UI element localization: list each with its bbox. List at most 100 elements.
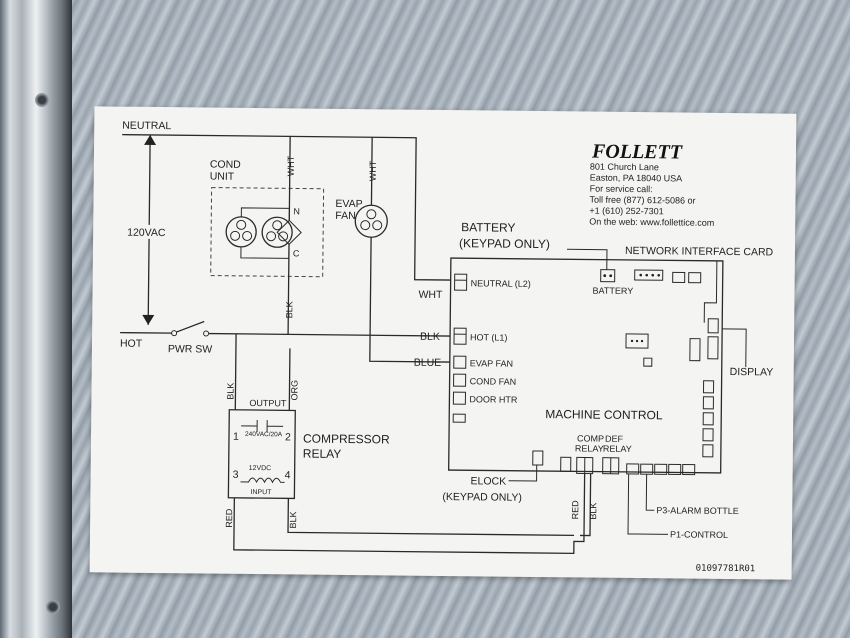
relay-pin-4: 4 [285, 469, 291, 481]
network-leader-line [703, 260, 718, 323]
battery-leader-line [566, 248, 608, 270]
wire-color-wht: WHT [368, 160, 378, 181]
screw-icon [46, 600, 60, 614]
switch-contact-icon [171, 330, 178, 337]
power-switch-icon [175, 320, 205, 333]
wire-color-red: RED [570, 500, 580, 520]
address-line2: Easton, PA 18040 USA [590, 173, 683, 184]
battery-note: (KEYPAD ONLY) [459, 236, 550, 251]
wire-color-blk: BLK [284, 301, 294, 318]
evap-fan-title: EVAP [335, 198, 362, 210]
connector-evap-fan-label: EVAP FAN [470, 358, 513, 368]
voltage-label: 120VAC [127, 227, 166, 239]
wire-color-wht: WHT [286, 155, 296, 176]
def-relay-label: RELAY [603, 444, 632, 454]
relay-red-wire [233, 473, 586, 555]
compressor-relay-title: RELAY [303, 447, 342, 461]
comp-relay-label: RELAY [575, 443, 604, 453]
terminal-c: C [293, 248, 300, 258]
machine-control-label: MACHINE CONTROL [545, 407, 663, 422]
fan-icon [261, 216, 293, 248]
battery-title: BATTERY [461, 220, 515, 235]
p3-leader-line [645, 474, 655, 511]
relay-pin-2: 2 [285, 431, 291, 443]
relay-coil-icon [240, 477, 285, 484]
display-leader-line [722, 328, 747, 368]
hot-label: HOT [120, 338, 143, 350]
wiring-diagram: FOLLETT 801 Church Lane Easton, PA 18040… [120, 120, 774, 575]
elock-label: ELOCK [470, 475, 506, 487]
arrow-up-icon [144, 134, 157, 145]
wire-color-blk: BLK [225, 383, 235, 400]
relay-contact-icon [241, 420, 284, 433]
fan-icon [225, 216, 257, 248]
wire-color-org: ORG [289, 380, 299, 401]
connector-icon [625, 333, 649, 349]
relay-rating-label: 240VAC/20A [245, 431, 283, 438]
connector-neutral-label: NEUTRAL (L2) [471, 278, 531, 289]
wire-color-blk: BLK [588, 503, 598, 520]
connector-icon [453, 373, 467, 387]
wire-color-blk: BLK [288, 511, 298, 528]
display-connector-icon [707, 318, 719, 360]
wire-color-red: RED [224, 508, 234, 528]
p3-alarm-label: P3-ALARM BOTTLE [656, 505, 739, 516]
follett-logo: FOLLETT [591, 141, 683, 164]
cond-unit-title: COND [210, 159, 241, 171]
wire-color-blue: BLUE [414, 357, 442, 369]
metal-door-frame [0, 0, 72, 638]
neutral-wire [122, 133, 451, 281]
connector-hot-label: HOT (L1) [470, 332, 507, 342]
arrow-down-icon [142, 314, 155, 325]
toll-free-phone: Toll free (877) 612-5086 or [589, 195, 695, 206]
connector-icon [454, 273, 468, 291]
website: On the web: www.follettice.com [589, 217, 714, 228]
connector-icon [452, 413, 466, 423]
compressor-relay-title: COMPRESSOR [303, 432, 390, 447]
relay-output-label: OUTPUT [249, 398, 287, 408]
connector-icon [532, 450, 572, 472]
neutral-label: NEUTRAL [122, 120, 171, 133]
hot-bus-wire [209, 332, 451, 337]
compressor-relay-box [227, 409, 296, 500]
battery-board-label: BATTERY [593, 286, 634, 296]
network-connector-icon [689, 338, 701, 362]
connector-icon [453, 355, 467, 369]
wire-color-wht: WHT [418, 289, 443, 301]
relay-input-voltage: 12VDC [249, 465, 272, 472]
p1-leader-line [627, 473, 669, 535]
cond-neutral-wire [288, 136, 291, 221]
pwr-sw-label: PWR SW [168, 343, 213, 355]
service-label: For service call: [590, 184, 653, 195]
evap-blue-wire [369, 237, 450, 363]
phone-secondary: +1 (610) 252-7301 [589, 206, 663, 217]
display-label: DISPLAY [730, 366, 774, 378]
switch-contact-icon [203, 330, 210, 337]
cond-unit-title: UNIT [210, 171, 235, 183]
relay-blk-input-wire [287, 473, 592, 537]
battery-connector-icon [600, 269, 616, 283]
connector-cond-fan-label: COND FAN [470, 376, 517, 386]
terminal-n: N [293, 206, 300, 216]
connector-icon [453, 327, 467, 345]
hot-wire [120, 331, 173, 334]
fan-icon [354, 204, 388, 238]
def-relay-connector-icon [602, 457, 620, 475]
evap-neutral-wire [370, 137, 373, 206]
def-relay-label: DEF [605, 434, 624, 444]
connector-door-htr-label: DOOR HTR [469, 394, 518, 405]
relay-pin-3: 3 [233, 469, 239, 481]
component-icon [643, 357, 653, 367]
evap-fan-title: FAN [335, 210, 356, 222]
relay-blk-wire [234, 333, 237, 410]
elock-note: (KEYPAD ONLY) [442, 491, 522, 504]
network-card-label: NETWORK INTERFACE CARD [625, 245, 774, 259]
connector-icon [672, 271, 702, 284]
cond-internal-wiring [240, 207, 290, 259]
relay-org-wire [288, 348, 291, 411]
wire-color-blk: BLK [420, 331, 440, 343]
comp-relay-label: COMP [577, 433, 604, 443]
cond-unit-box [210, 187, 325, 278]
elock-leader-line [508, 464, 538, 482]
connector-icon [702, 380, 715, 458]
